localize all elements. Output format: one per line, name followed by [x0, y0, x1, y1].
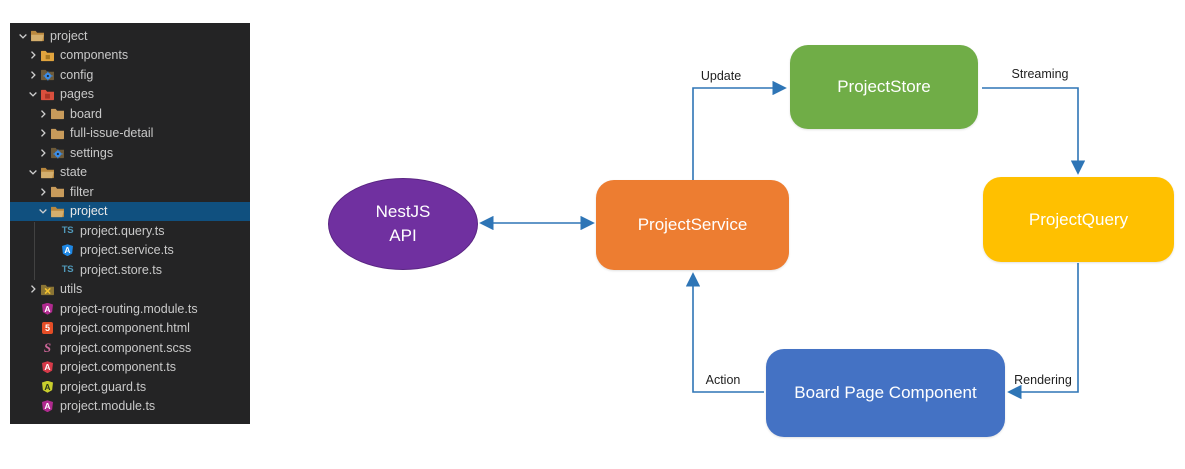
- folder-pages-icon: [40, 87, 55, 101]
- folder-open-icon: [30, 29, 45, 43]
- chevron-right-icon[interactable]: [26, 68, 40, 82]
- node-label: ProjectStore: [837, 77, 931, 96]
- folder-open-icon: [40, 165, 55, 179]
- node-label: ProjectQuery: [1028, 209, 1129, 229]
- tree-item-settings[interactable]: settings: [10, 143, 250, 163]
- chevron-down-icon[interactable]: [36, 204, 50, 218]
- chevron-right-icon[interactable]: [36, 146, 50, 160]
- folder-open-icon: [50, 204, 65, 218]
- chevron-right-icon[interactable]: [26, 48, 40, 62]
- node-label: ProjectService: [637, 215, 748, 234]
- typescript-icon: TS: [61, 225, 74, 237]
- node-nestjs-api: NestJS API: [328, 178, 478, 270]
- angular-service-icon: A: [60, 243, 75, 257]
- node-project-store: ProjectStore: [790, 45, 978, 129]
- node-project-service: ProjectService: [596, 180, 789, 270]
- chevron-down-icon[interactable]: [16, 29, 30, 43]
- edge-label-rendering: Rendering: [1014, 373, 1072, 387]
- angular-component-icon: A: [40, 360, 55, 374]
- folder-components-icon: [40, 48, 55, 62]
- chevron-right-icon[interactable]: [36, 185, 50, 199]
- chevron-down-icon[interactable]: [26, 165, 40, 179]
- indent-guide: [34, 222, 35, 280]
- tree-item-pages[interactable]: pages: [10, 85, 250, 105]
- arrow-update: [692, 80, 787, 180]
- guard-icon: A: [40, 380, 55, 394]
- tree-item-project[interactable]: project: [10, 26, 250, 46]
- tree-item-components[interactable]: components: [10, 46, 250, 66]
- folder-icon: [50, 107, 65, 121]
- edge-label-update: Update: [700, 69, 742, 83]
- tree-item-config[interactable]: config: [10, 65, 250, 85]
- tree-item-board[interactable]: board: [10, 104, 250, 124]
- node-label: NestJS API: [375, 202, 431, 245]
- chevron-right-icon[interactable]: [36, 126, 50, 140]
- tree-item-state[interactable]: state: [10, 163, 250, 183]
- node-project-query: ProjectQuery: [983, 177, 1174, 262]
- folder-icon: [50, 126, 65, 140]
- chevron-right-icon[interactable]: [26, 282, 40, 296]
- tree-item-utils[interactable]: utils: [10, 280, 250, 300]
- chevron-down-icon[interactable]: [26, 87, 40, 101]
- arrow-streaming: [982, 87, 1086, 175]
- node-label: Board Page Component: [794, 383, 977, 402]
- edge-label-streaming: Streaming: [1011, 67, 1069, 81]
- node-board-page-component: Board Page Component: [766, 349, 1005, 437]
- chevron-right-icon[interactable]: [36, 107, 50, 121]
- angular-routing-icon: A: [40, 302, 55, 316]
- angular-module-icon: A: [40, 399, 55, 413]
- tree-item-project[interactable]: project: [10, 201, 250, 221]
- scss-icon: S: [43, 340, 52, 356]
- folder-utils-icon: [40, 282, 55, 296]
- edge-label-action: Action: [705, 373, 741, 387]
- folder-config-icon: [40, 68, 55, 82]
- tree-item-filter[interactable]: filter: [10, 182, 250, 202]
- typescript-icon: TS: [61, 264, 74, 276]
- folder-icon: [50, 185, 65, 199]
- folder-config-icon: [50, 146, 65, 160]
- tree-item-full-issue-detail[interactable]: full-issue-detail: [10, 124, 250, 144]
- html-icon: 5: [40, 321, 55, 335]
